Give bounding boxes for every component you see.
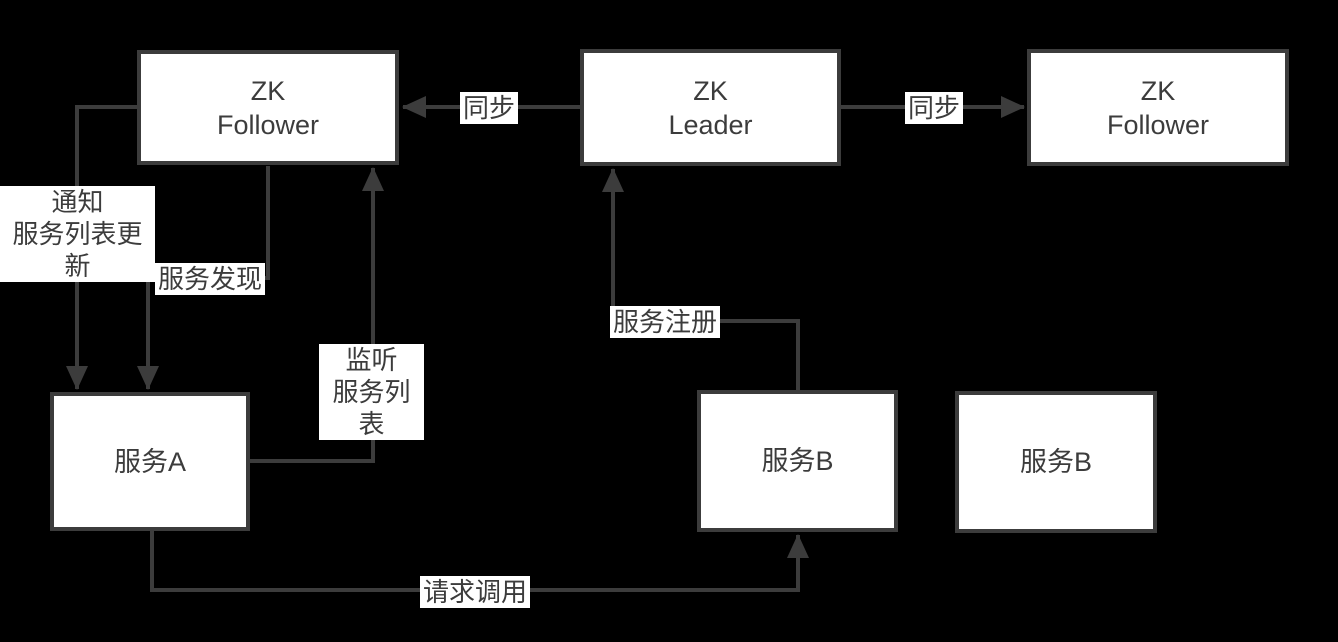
node-zk-follower-left: ZK Follower — [137, 50, 399, 165]
edge-label-discovery: 服务发现 — [155, 263, 266, 295]
edge-label-notify: 通知 服务列表更新 — [0, 186, 155, 282]
node-service-b-right: 服务B — [955, 391, 1157, 533]
node-service-b-center: 服务B — [697, 390, 898, 532]
edge-label-invoke: 请求调用 — [420, 576, 531, 608]
edge-label-listen: 监听 服务列表 — [319, 344, 424, 440]
edge-listen-line — [249, 167, 384, 463]
node-service-a: 服务A — [50, 392, 250, 531]
node-zk-leader: ZK Leader — [580, 49, 841, 166]
service-b-right-label: 服务B — [1019, 447, 1092, 477]
edge-register-line — [602, 168, 800, 392]
edge-label-sync-left: 同步 — [460, 92, 519, 124]
service-a-label: 服务A — [113, 446, 186, 477]
zk-follower-left-label: ZK Follower — [216, 75, 320, 140]
zk-follower-right-label: ZK Follower — [1106, 75, 1210, 140]
zk-leader-label: ZK Leader — [668, 75, 753, 140]
edge-notify-line — [66, 105, 139, 390]
edge-label-register: 服务注册 — [610, 306, 721, 338]
node-zk-follower-right: ZK Follower — [1027, 49, 1289, 166]
service-b-center-label: 服务B — [761, 446, 834, 476]
edge-label-sync-right: 同步 — [905, 92, 964, 124]
